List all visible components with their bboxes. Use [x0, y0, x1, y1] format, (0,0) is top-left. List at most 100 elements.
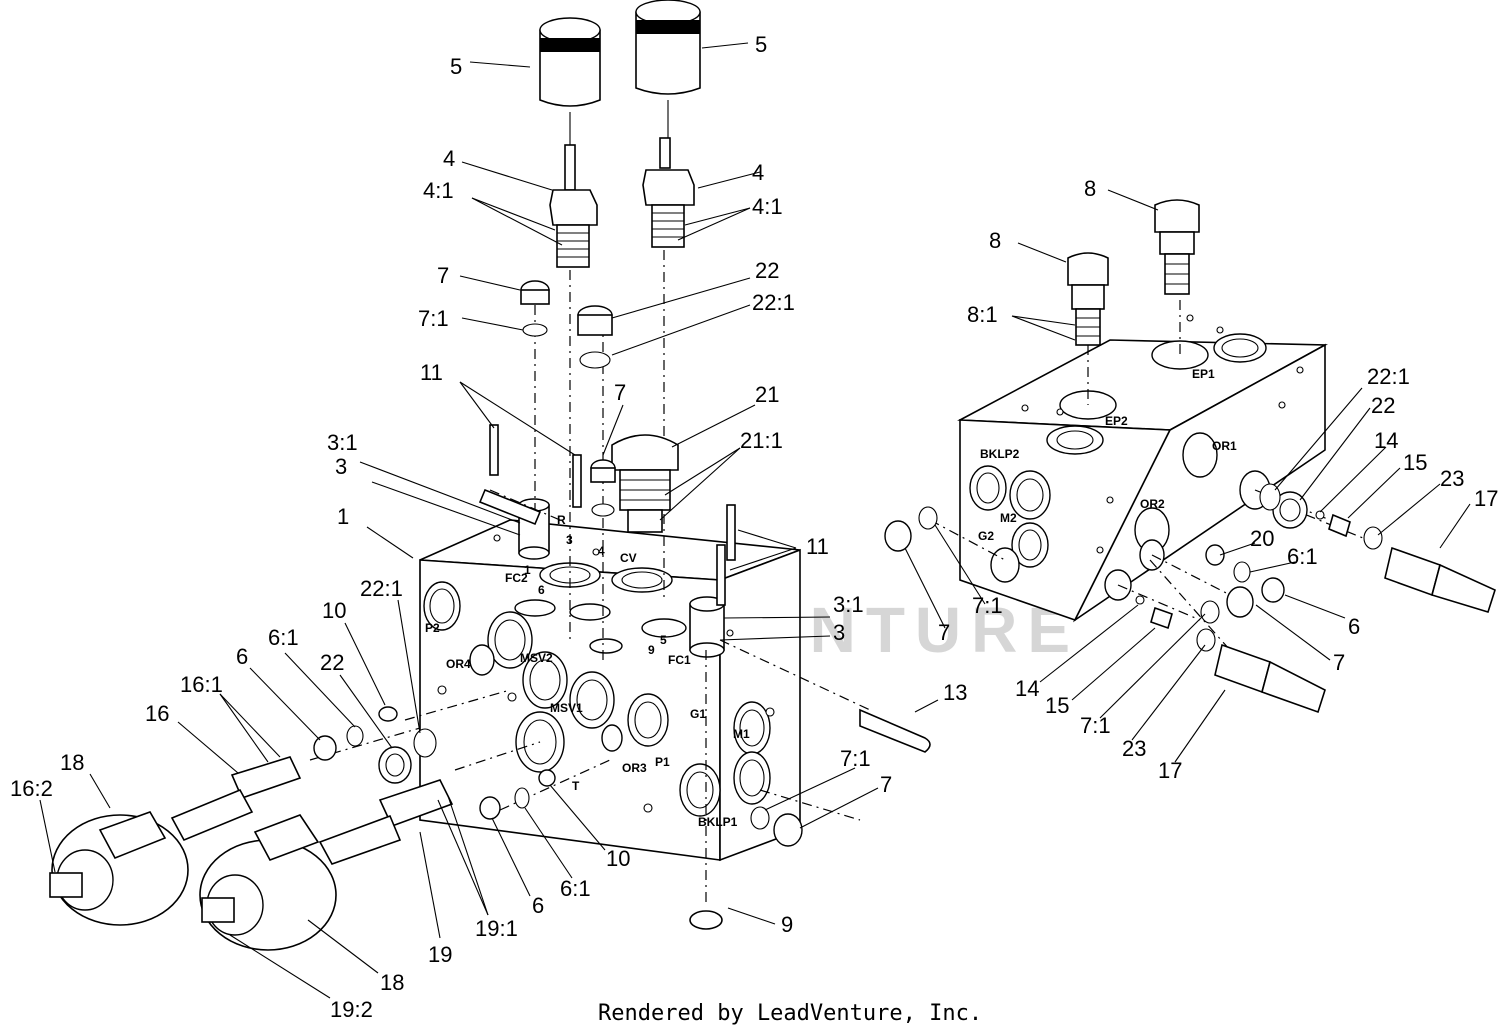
callout-19-1: 19:1 [475, 916, 518, 941]
callout-22-1a: 22:1 [752, 290, 795, 315]
callout-22b: 22 [320, 650, 344, 675]
oring-6-1-top [346, 725, 364, 747]
cartridge-8-right [1154, 199, 1200, 295]
callout-6c: 6 [1348, 614, 1360, 639]
plug-22-top [577, 305, 613, 369]
callout-6b: 6 [532, 893, 544, 918]
callout-5b: 5 [755, 32, 767, 57]
left-manifold-markings: P2 MSV2 OR4 MSV1 OR3 P1 G1 M1 T BKLP1 FC… [425, 513, 750, 829]
callout-7c: 7 [880, 772, 892, 797]
callout-10b: 10 [606, 846, 630, 871]
callout-5a: 5 [450, 54, 462, 79]
svg-text:9: 9 [648, 643, 655, 657]
solenoid-valve-19 [199, 779, 454, 951]
callout-7-1d: 7:1 [1080, 713, 1111, 738]
svg-text:T: T [572, 779, 580, 793]
fitting-10-top [378, 706, 398, 722]
svg-text:EP2: EP2 [1105, 414, 1128, 428]
svg-text:6: 6 [538, 583, 545, 597]
callout-11b: 11 [806, 534, 829, 559]
footer-credit: Rendered by LeadVenture, Inc. [598, 1001, 982, 1026]
callout-16-1: 16:1 [180, 672, 223, 697]
rod-13 [859, 708, 931, 753]
callout-7e: 7 [938, 620, 950, 645]
callout-18b: 18 [380, 970, 404, 995]
plug-22-left [378, 746, 412, 784]
plug-7-mid [590, 459, 616, 517]
rod-left-top [478, 488, 542, 526]
svg-text:CV: CV [620, 551, 637, 565]
callout-leaders [39, 42, 1471, 999]
callout-22a: 22 [755, 258, 779, 283]
callout-4b: 4 [752, 160, 764, 185]
callout-4-1a: 4:1 [423, 178, 454, 203]
callout-14b: 14 [1015, 676, 1039, 701]
callout-19: 19 [428, 942, 452, 967]
svg-text:R: R [557, 513, 566, 527]
callout-17a: 17 [1474, 486, 1498, 511]
callout-19-2: 19:2 [330, 997, 373, 1022]
svg-text:EP1: EP1 [1192, 367, 1215, 381]
svg-text:BKLP1: BKLP1 [698, 815, 738, 829]
callout-16-2: 16:2 [10, 776, 53, 801]
knob-5-right [635, 0, 701, 138]
callout-15b: 15 [1045, 693, 1069, 718]
callout-8b: 8 [989, 228, 1001, 253]
svg-text:1: 1 [524, 563, 531, 577]
left-assembly-lines [309, 250, 871, 905]
callout-15a: 15 [1403, 450, 1427, 475]
callout-4a: 4 [443, 146, 455, 171]
svg-text:OR3: OR3 [622, 761, 647, 775]
callout-21: 21 [755, 382, 779, 407]
callout-22c: 22 [1371, 393, 1395, 418]
callout-4-1b: 4:1 [752, 194, 783, 219]
sensor-17-top [1384, 546, 1496, 613]
left-manifold-top-ports [493, 498, 734, 658]
svg-text:OR1: OR1 [1212, 439, 1237, 453]
callout-21-1: 21:1 [740, 428, 783, 453]
callout-13: 13 [943, 680, 967, 705]
svg-text:OR2: OR2 [1140, 497, 1165, 511]
plug-7-bottom [750, 806, 803, 847]
callout-17b: 17 [1158, 758, 1182, 783]
plug-7-top [520, 280, 550, 337]
callout-3-1a: 3:1 [327, 430, 358, 455]
cartridge-8-left [1067, 252, 1109, 346]
relief-valve-21 [611, 434, 679, 533]
svg-text:P1: P1 [655, 755, 670, 769]
svg-text:MSV2: MSV2 [520, 651, 553, 665]
svg-text:G2: G2 [978, 529, 994, 543]
solenoid-valve-16 [49, 756, 302, 926]
callout-8-1: 8:1 [967, 302, 998, 327]
callout-6a: 6 [236, 644, 248, 669]
callout-23b: 23 [1122, 736, 1146, 761]
callout-8a: 8 [1084, 176, 1096, 201]
callout-3-1b: 3:1 [833, 592, 864, 617]
callout-6-1b: 6:1 [560, 876, 591, 901]
svg-text:G1: G1 [690, 707, 706, 721]
callout-10a: 10 [322, 598, 346, 623]
svg-text:MSV1: MSV1 [550, 701, 583, 715]
callout-9: 9 [781, 912, 793, 937]
knob-5-left [539, 17, 601, 145]
cartridge-4-left [549, 144, 598, 268]
callout-22-1c: 22:1 [1367, 364, 1410, 389]
callout-16: 16 [145, 701, 169, 726]
callout-6-1a: 6:1 [268, 625, 299, 650]
callout-7-1c: 7:1 [972, 593, 1003, 618]
callout-14a: 14 [1374, 428, 1398, 453]
callout-7b: 7 [614, 380, 626, 405]
callout-20: 20 [1250, 526, 1274, 551]
sensor-17-bottom [1214, 643, 1326, 714]
svg-text:FC2: FC2 [505, 571, 528, 585]
plug-6-bottom [479, 769, 556, 820]
svg-text:FC1: FC1 [668, 653, 691, 667]
svg-text:OR4: OR4 [446, 657, 471, 671]
callout-23a: 23 [1440, 466, 1464, 491]
callout-3b: 3 [833, 620, 845, 645]
svg-text:4: 4 [598, 544, 605, 558]
callout-18a: 18 [60, 750, 84, 775]
plug-6-top [313, 735, 337, 761]
svg-text:M1: M1 [733, 727, 750, 741]
